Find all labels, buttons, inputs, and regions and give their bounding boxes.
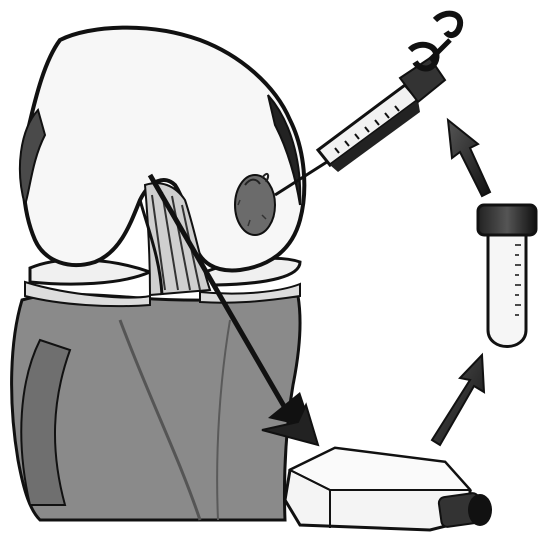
tibia-bone (12, 295, 300, 521)
culture-flask-icon (285, 448, 492, 530)
test-tube-icon (478, 205, 536, 347)
arrow-flask-to-tube (432, 355, 484, 445)
cartilage-defect (235, 174, 275, 235)
arrow-tube-to-syringe (448, 120, 490, 196)
